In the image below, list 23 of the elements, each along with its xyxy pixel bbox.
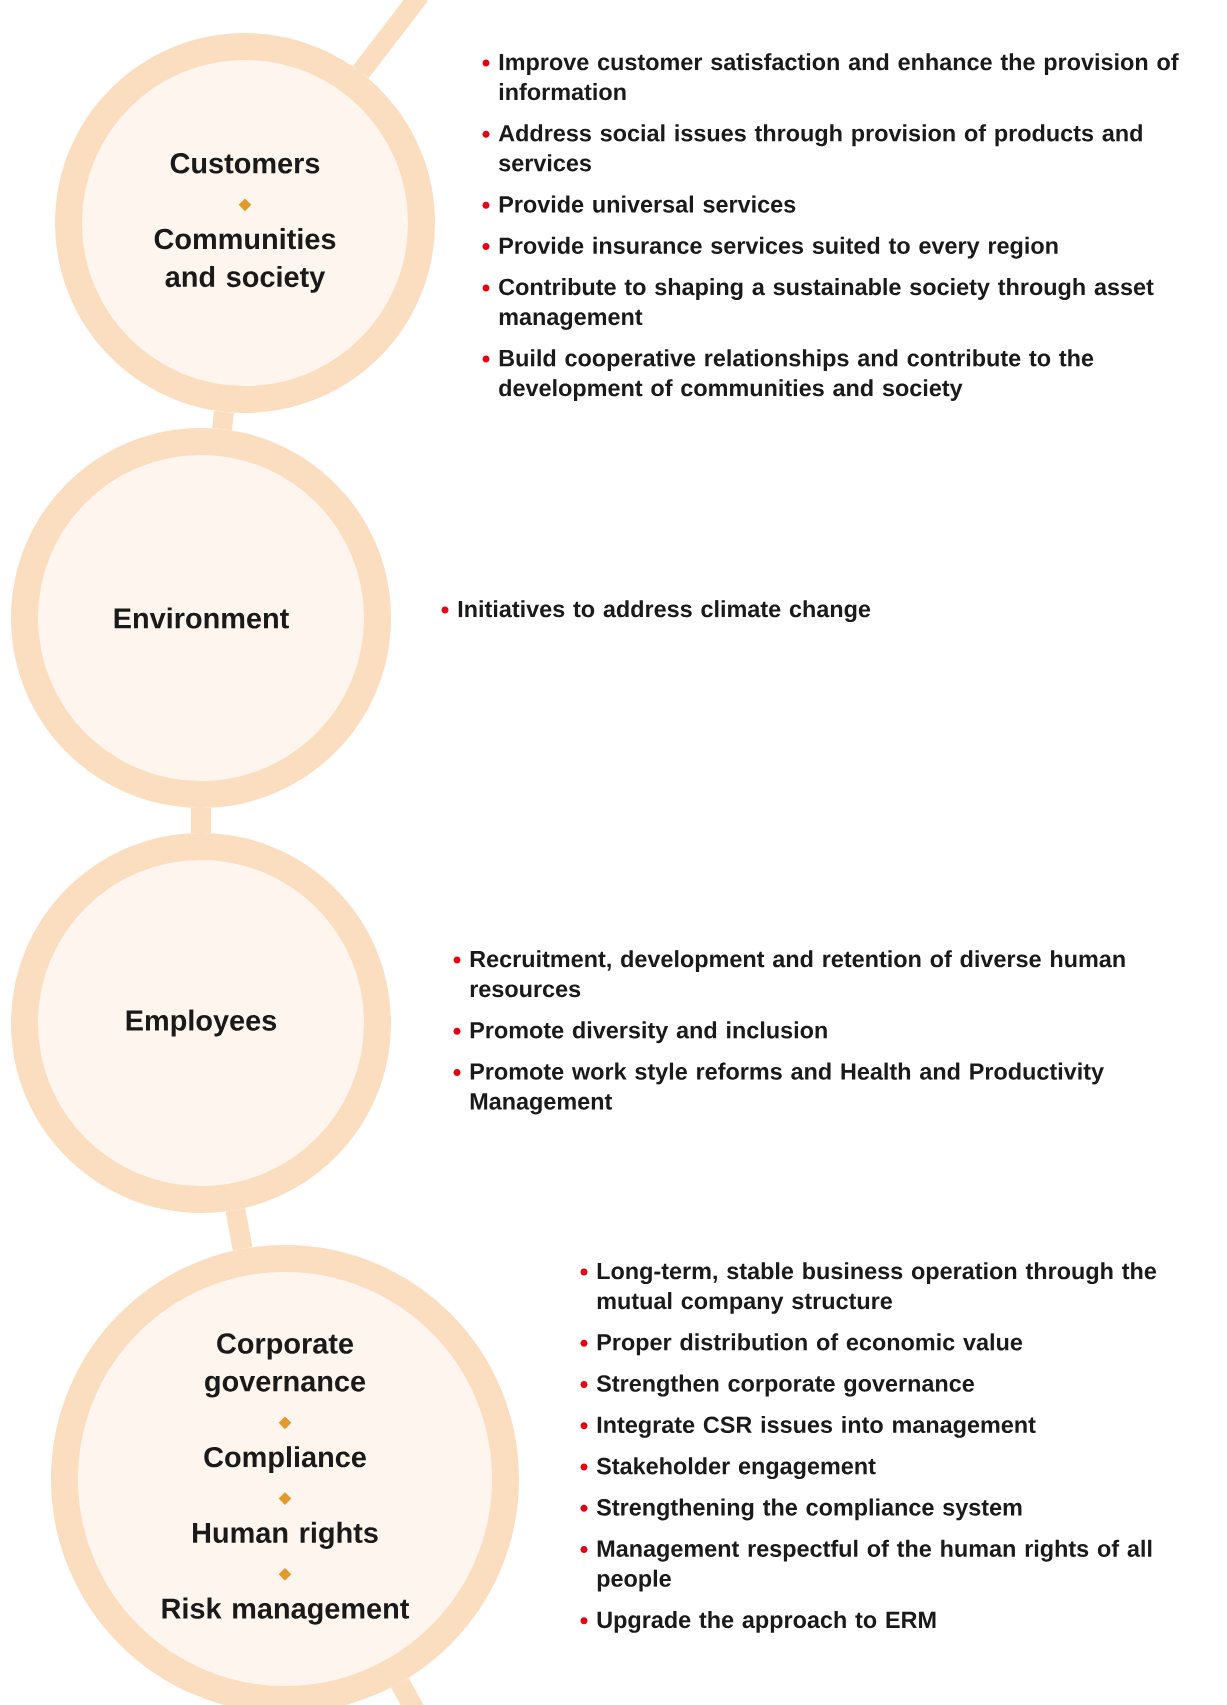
bullet-item: Promote work style reforms and Health and Productivity Management <box>453 1062 1104 1115</box>
bullet-item: Strengthen corporate governance <box>580 1374 974 1397</box>
bullet-item: Provide universal services <box>482 195 796 213</box>
bullet-item: Integrate CSR issues into management <box>580 1415 1036 1438</box>
bullet-item: Improve customer satisfaction and enhance the provision of information <box>482 53 1179 101</box>
bullet-item: Promote diversity and inclusion <box>453 1021 827 1044</box>
bullet-item: Provide insurance services suited to every region <box>482 236 1058 259</box>
connecting-band <box>391 1678 424 1705</box>
bullet-item: Recruitment, development and retention of diverse human resources <box>453 950 1125 998</box>
bullet-item: Strengthening the compliance system <box>580 1498 1022 1521</box>
bullet-item: Long-term, stable business operation through the mutual company structure <box>580 1262 1157 1314</box>
bullet-item: Upgrade the approach to ERM <box>580 1610 936 1633</box>
connecting-band <box>352 0 428 79</box>
bullet-item: Build cooperative relationships and contribute to the development of communities and society <box>482 349 1094 401</box>
bullet-item: Initiatives to address climate change <box>441 600 871 623</box>
connecting-band <box>212 410 234 431</box>
connecting-band <box>191 808 211 833</box>
bullet-item: Stakeholder engagement <box>580 1457 876 1480</box>
bullet-item: Address social issues through provision of products and services <box>482 124 1142 172</box>
bullet-item: Contribute to shaping a sustainable society through asset management <box>482 278 1154 330</box>
bullet-item: Proper distribution of economic value <box>580 1333 1023 1356</box>
connecting-band <box>225 1208 253 1251</box>
bullet-item: Management respectful of the human rights of all people <box>580 1539 1152 1592</box>
